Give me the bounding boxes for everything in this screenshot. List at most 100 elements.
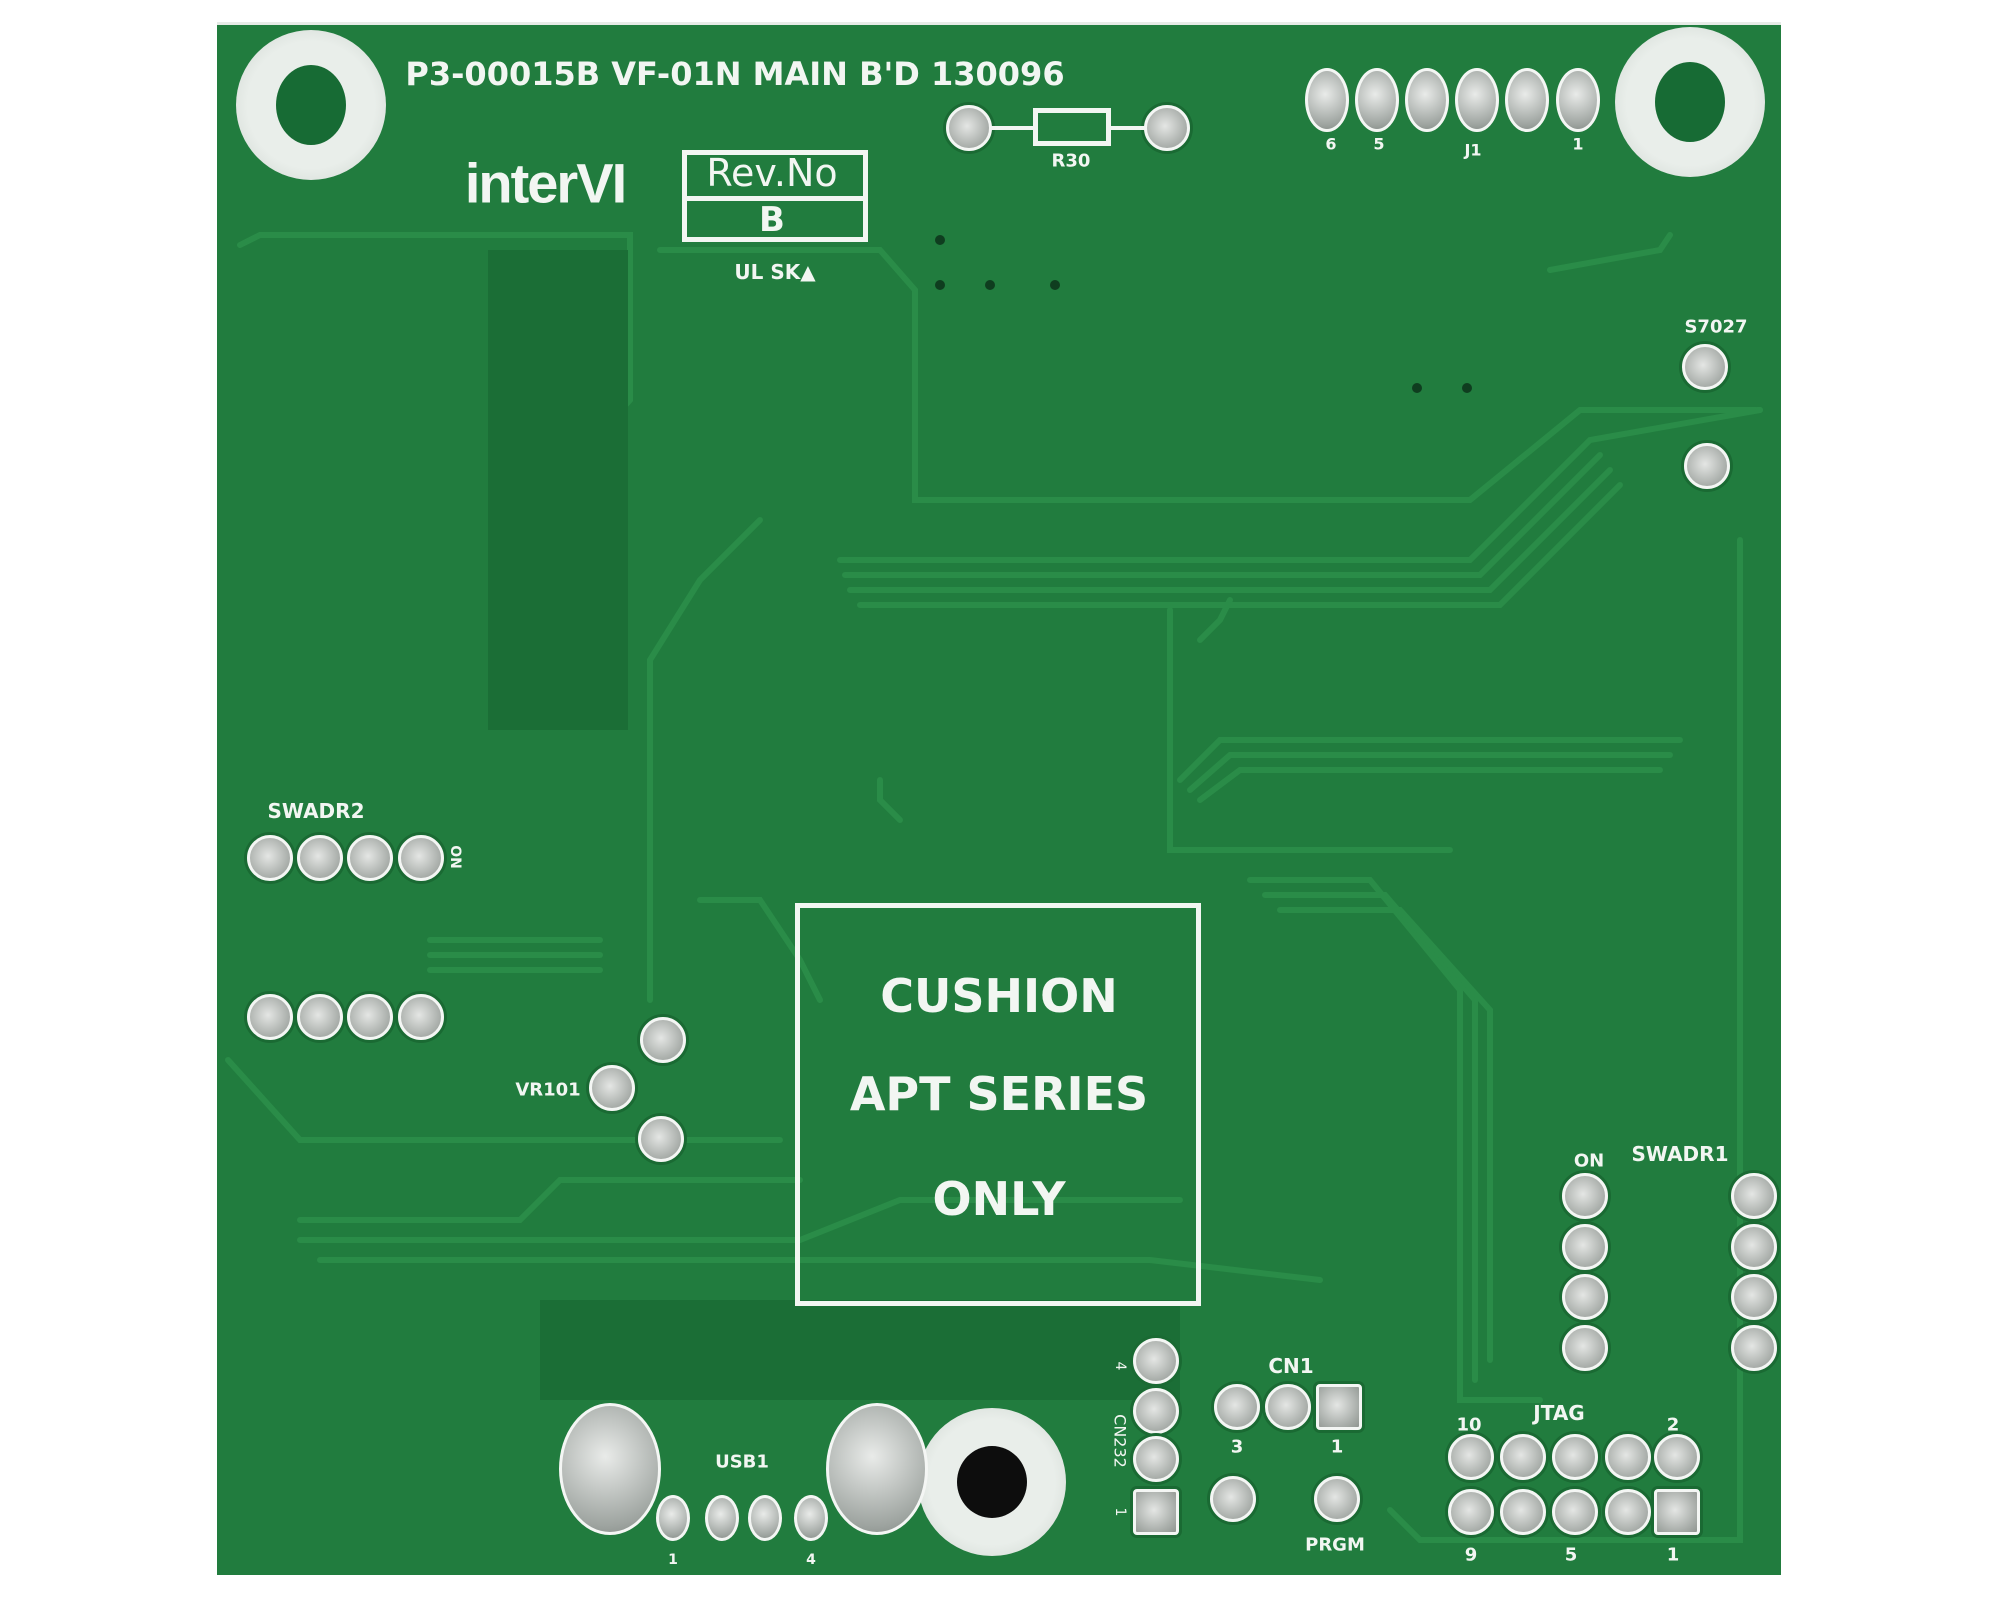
via — [935, 235, 945, 245]
vr101-pin — [638, 1116, 684, 1162]
j1-pin — [1405, 68, 1449, 132]
usb1-pin — [705, 1495, 739, 1541]
usb1-pin-label: 4 — [806, 1552, 816, 1568]
swadr2-pin — [247, 994, 293, 1040]
jtag-pin-label: 1 — [1666, 1544, 1680, 1566]
notice-line-3: ONLY — [932, 1172, 1066, 1226]
cn232-label: CN232 — [1110, 1414, 1130, 1468]
cn232-pin — [1133, 1489, 1179, 1535]
intervi-logo: interVI — [464, 151, 627, 215]
r30-body — [1033, 108, 1111, 146]
mounting-hole — [1615, 27, 1765, 177]
via — [1462, 383, 1472, 393]
j1-pin-label: 6 — [1325, 134, 1337, 154]
notice-line-1: CUSHION — [880, 969, 1118, 1023]
j1-pin — [1455, 68, 1499, 132]
swadr2-pin — [347, 835, 393, 881]
jtag-pin — [1448, 1434, 1494, 1480]
rev-value: B — [759, 200, 785, 240]
jtag-label: JTAG — [1533, 1401, 1585, 1425]
jtag-pin — [1552, 1434, 1598, 1480]
cn1-pin-label: 1 — [1330, 1436, 1344, 1458]
swadr1-pin — [1731, 1224, 1777, 1270]
swadr1-pin — [1731, 1325, 1777, 1371]
j1-pin — [1505, 68, 1549, 132]
jtag-pin — [1500, 1489, 1546, 1535]
cn1-pin — [1214, 1384, 1260, 1430]
notice-line-2: APT SERIES — [849, 1067, 1149, 1121]
jtag-pin — [1654, 1489, 1700, 1535]
r30-pad — [1144, 105, 1190, 151]
usb1-pin-label: 1 — [668, 1552, 678, 1568]
usb1-pin — [794, 1495, 828, 1541]
j1-label: J1 — [1464, 140, 1482, 160]
r30-label: R30 — [1051, 150, 1091, 172]
swadr2-pin — [398, 994, 444, 1040]
jtag-pin — [1605, 1434, 1651, 1480]
swadr2-pin — [247, 835, 293, 881]
s7027-pad — [1682, 344, 1728, 390]
cn1-label: CN1 — [1268, 1354, 1314, 1378]
jtag-pin — [1448, 1489, 1494, 1535]
cn232-pin — [1133, 1338, 1179, 1384]
cn232-pin-label: 4 — [1112, 1361, 1128, 1371]
rev-divider — [687, 196, 863, 201]
jtag-pin-label: 9 — [1464, 1544, 1478, 1566]
swadr1-pin — [1562, 1325, 1608, 1371]
jtag-pin — [1654, 1434, 1700, 1480]
swadr2-on-label: ON — [447, 845, 463, 869]
swadr1-on-label: ON — [1573, 1150, 1605, 1172]
r30-pad — [946, 105, 992, 151]
s7027-label: S7027 — [1684, 316, 1748, 338]
j1-pin — [1556, 68, 1600, 132]
usb1-shield-pad — [559, 1403, 661, 1535]
cn232-pin — [1133, 1436, 1179, 1482]
cn232-pin — [1133, 1388, 1179, 1434]
cert-marks: UL SK▲ — [734, 260, 816, 284]
via — [935, 280, 945, 290]
jtag-pin-label: 10 — [1456, 1414, 1482, 1436]
j1-pin-label: 5 — [1373, 134, 1385, 154]
swadr1-pin — [1731, 1173, 1777, 1219]
via — [1050, 280, 1060, 290]
mounting-hole — [236, 30, 386, 180]
swadr1-pin — [1562, 1224, 1608, 1270]
via — [985, 280, 995, 290]
jtag-pin — [1605, 1489, 1651, 1535]
cn1-pin — [1265, 1384, 1311, 1430]
prgm-label: PRGM — [1305, 1534, 1365, 1556]
cn1-pin-label: 3 — [1230, 1436, 1244, 1458]
swadr2-pin — [297, 835, 343, 881]
usb1-label: USB1 — [715, 1451, 769, 1473]
prgm-pin — [1210, 1476, 1256, 1522]
swadr2-pin — [347, 994, 393, 1040]
swadr1-pin — [1731, 1274, 1777, 1320]
vr101-pin — [589, 1065, 635, 1111]
rev-label: Rev.No — [706, 151, 838, 195]
notice-box — [795, 903, 1201, 1306]
swadr2-pin — [297, 994, 343, 1040]
j1-pin-label: 1 — [1572, 134, 1584, 154]
swadr1-pin — [1562, 1173, 1608, 1219]
usb1-pin — [748, 1495, 782, 1541]
prgm-pin — [1314, 1476, 1360, 1522]
via — [1412, 383, 1422, 393]
jtag-pin-label: 2 — [1666, 1414, 1680, 1436]
rev-box — [682, 150, 868, 242]
vr101-label: VR101 — [515, 1079, 581, 1101]
j1-pin — [1355, 68, 1399, 132]
cn232-pin-label: 1 — [1112, 1507, 1128, 1517]
mounting-hole — [918, 1408, 1066, 1556]
part-number-label: P3-00015B VF-01N MAIN B'D 130096 — [405, 55, 1065, 93]
jtag-pin-label: 5 — [1564, 1544, 1578, 1566]
cn1-pin — [1316, 1384, 1362, 1430]
s7027-pad — [1684, 443, 1730, 489]
swadr1-label: SWADR1 — [1631, 1142, 1729, 1166]
swadr2-pin — [398, 835, 444, 881]
jtag-pin — [1500, 1434, 1546, 1480]
vr101-pin — [640, 1017, 686, 1063]
usb1-shield-pad — [826, 1403, 928, 1535]
j1-pin — [1305, 68, 1349, 132]
swadr1-pin — [1562, 1274, 1608, 1320]
